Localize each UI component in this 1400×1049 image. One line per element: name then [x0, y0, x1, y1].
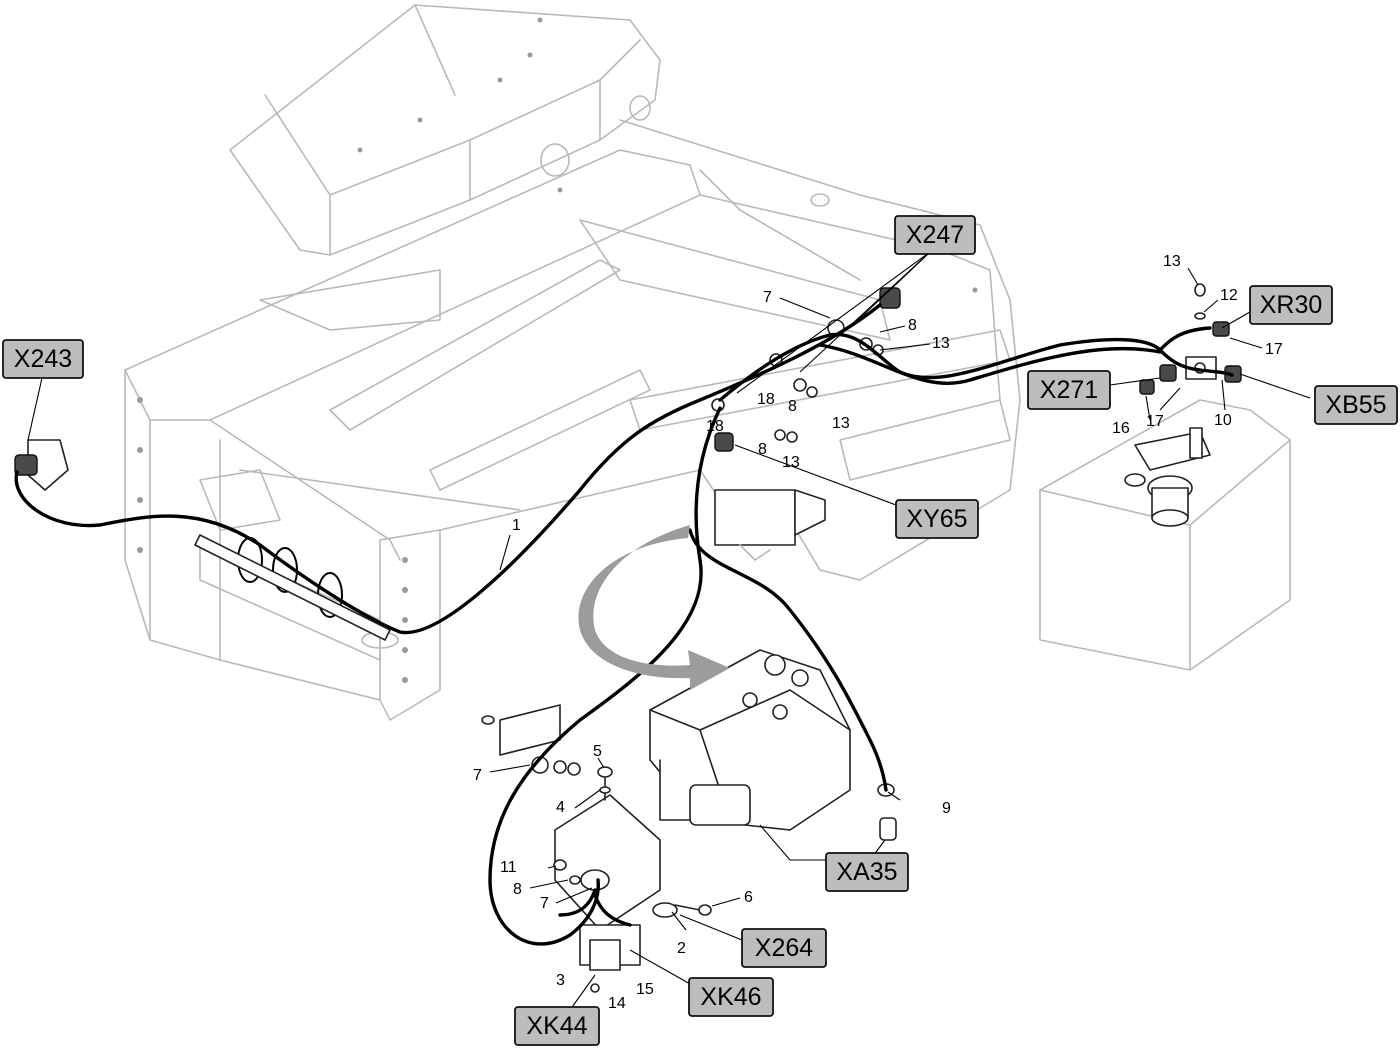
tag-xa35: XA35 [825, 852, 909, 892]
item-number-7-top: 7 [763, 289, 772, 306]
item-number-7-bottom: 7 [540, 895, 549, 912]
item-number-3: 3 [556, 972, 565, 989]
item-number-18-b: 18 [706, 418, 724, 435]
item-number-11: 11 [500, 859, 517, 876]
tag-x247: X247 [894, 215, 976, 255]
item-number-13-b: 13 [832, 415, 850, 432]
item-number-17-a: 17 [1265, 341, 1283, 358]
item-number-6: 6 [744, 889, 753, 906]
tag-xr30: XR30 [1249, 285, 1333, 325]
item-number-10: 10 [1214, 412, 1232, 429]
tag-x264-label: X264 [755, 934, 813, 962]
item-number-17-b: 17 [1146, 413, 1164, 430]
item-number-7-mid: 7 [473, 767, 482, 784]
hydraulic-valve-block [649, 489, 851, 831]
item-number-5: 5 [593, 743, 602, 760]
item-number-13-top: 13 [1163, 253, 1181, 270]
wiring-harness-cables [14, 303, 1234, 946]
tractor-frame-outline [124, 4, 1021, 721]
item-number-8-d: 8 [513, 881, 522, 898]
item-number-15: 15 [636, 981, 654, 998]
item-numbers: 1 2 3 4 5 6 7 7 7 8 8 8 8 9 10 11 12 13 … [473, 253, 1283, 1012]
item-number-4: 4 [556, 799, 565, 816]
tag-xy65-label: XY65 [906, 505, 967, 533]
tag-xk46: XK46 [688, 977, 774, 1017]
tag-xy65: XY65 [895, 499, 979, 539]
item-number-8-a: 8 [908, 317, 917, 334]
tag-xb55-label: XB55 [1325, 391, 1386, 419]
item-number-13-c: 13 [782, 454, 800, 471]
tag-x271-label: X271 [1040, 376, 1098, 404]
leader-lines [27, 251, 1311, 1011]
connector-tags: X247 X243 XR30 X271 XB55 XY65 XA35 X264 [2, 215, 1398, 1046]
tag-x247-label: X247 [906, 221, 964, 249]
tag-xk44-label: XK44 [526, 1012, 587, 1040]
tag-xa35-label: XA35 [836, 858, 897, 886]
item-number-18-a: 18 [757, 391, 775, 408]
tag-x271: X271 [1027, 370, 1111, 410]
item-number-16: 16 [1112, 420, 1130, 437]
item-number-9: 9 [942, 800, 951, 817]
tag-x264: X264 [741, 928, 827, 968]
item-number-1: 1 [512, 517, 521, 534]
item-number-12: 12 [1220, 287, 1238, 304]
harness-connectors [14, 283, 1242, 841]
tag-x243: X243 [2, 339, 84, 379]
item-number-2: 2 [677, 940, 686, 957]
item-number-8-c: 8 [758, 441, 767, 458]
tag-x243-label: X243 [14, 345, 72, 373]
tag-xk46-label: XK46 [700, 983, 761, 1011]
tag-xk44: XK44 [514, 1006, 600, 1046]
transfer-arrow [578, 525, 730, 690]
item-number-14: 14 [608, 995, 626, 1012]
item-number-8-b: 8 [788, 398, 797, 415]
hydraulic-tank [1039, 399, 1291, 671]
tag-xb55: XB55 [1314, 385, 1398, 425]
relay-bracket [481, 704, 712, 993]
tag-xr30-label: XR30 [1260, 291, 1323, 319]
item-number-13-a: 13 [932, 335, 950, 352]
